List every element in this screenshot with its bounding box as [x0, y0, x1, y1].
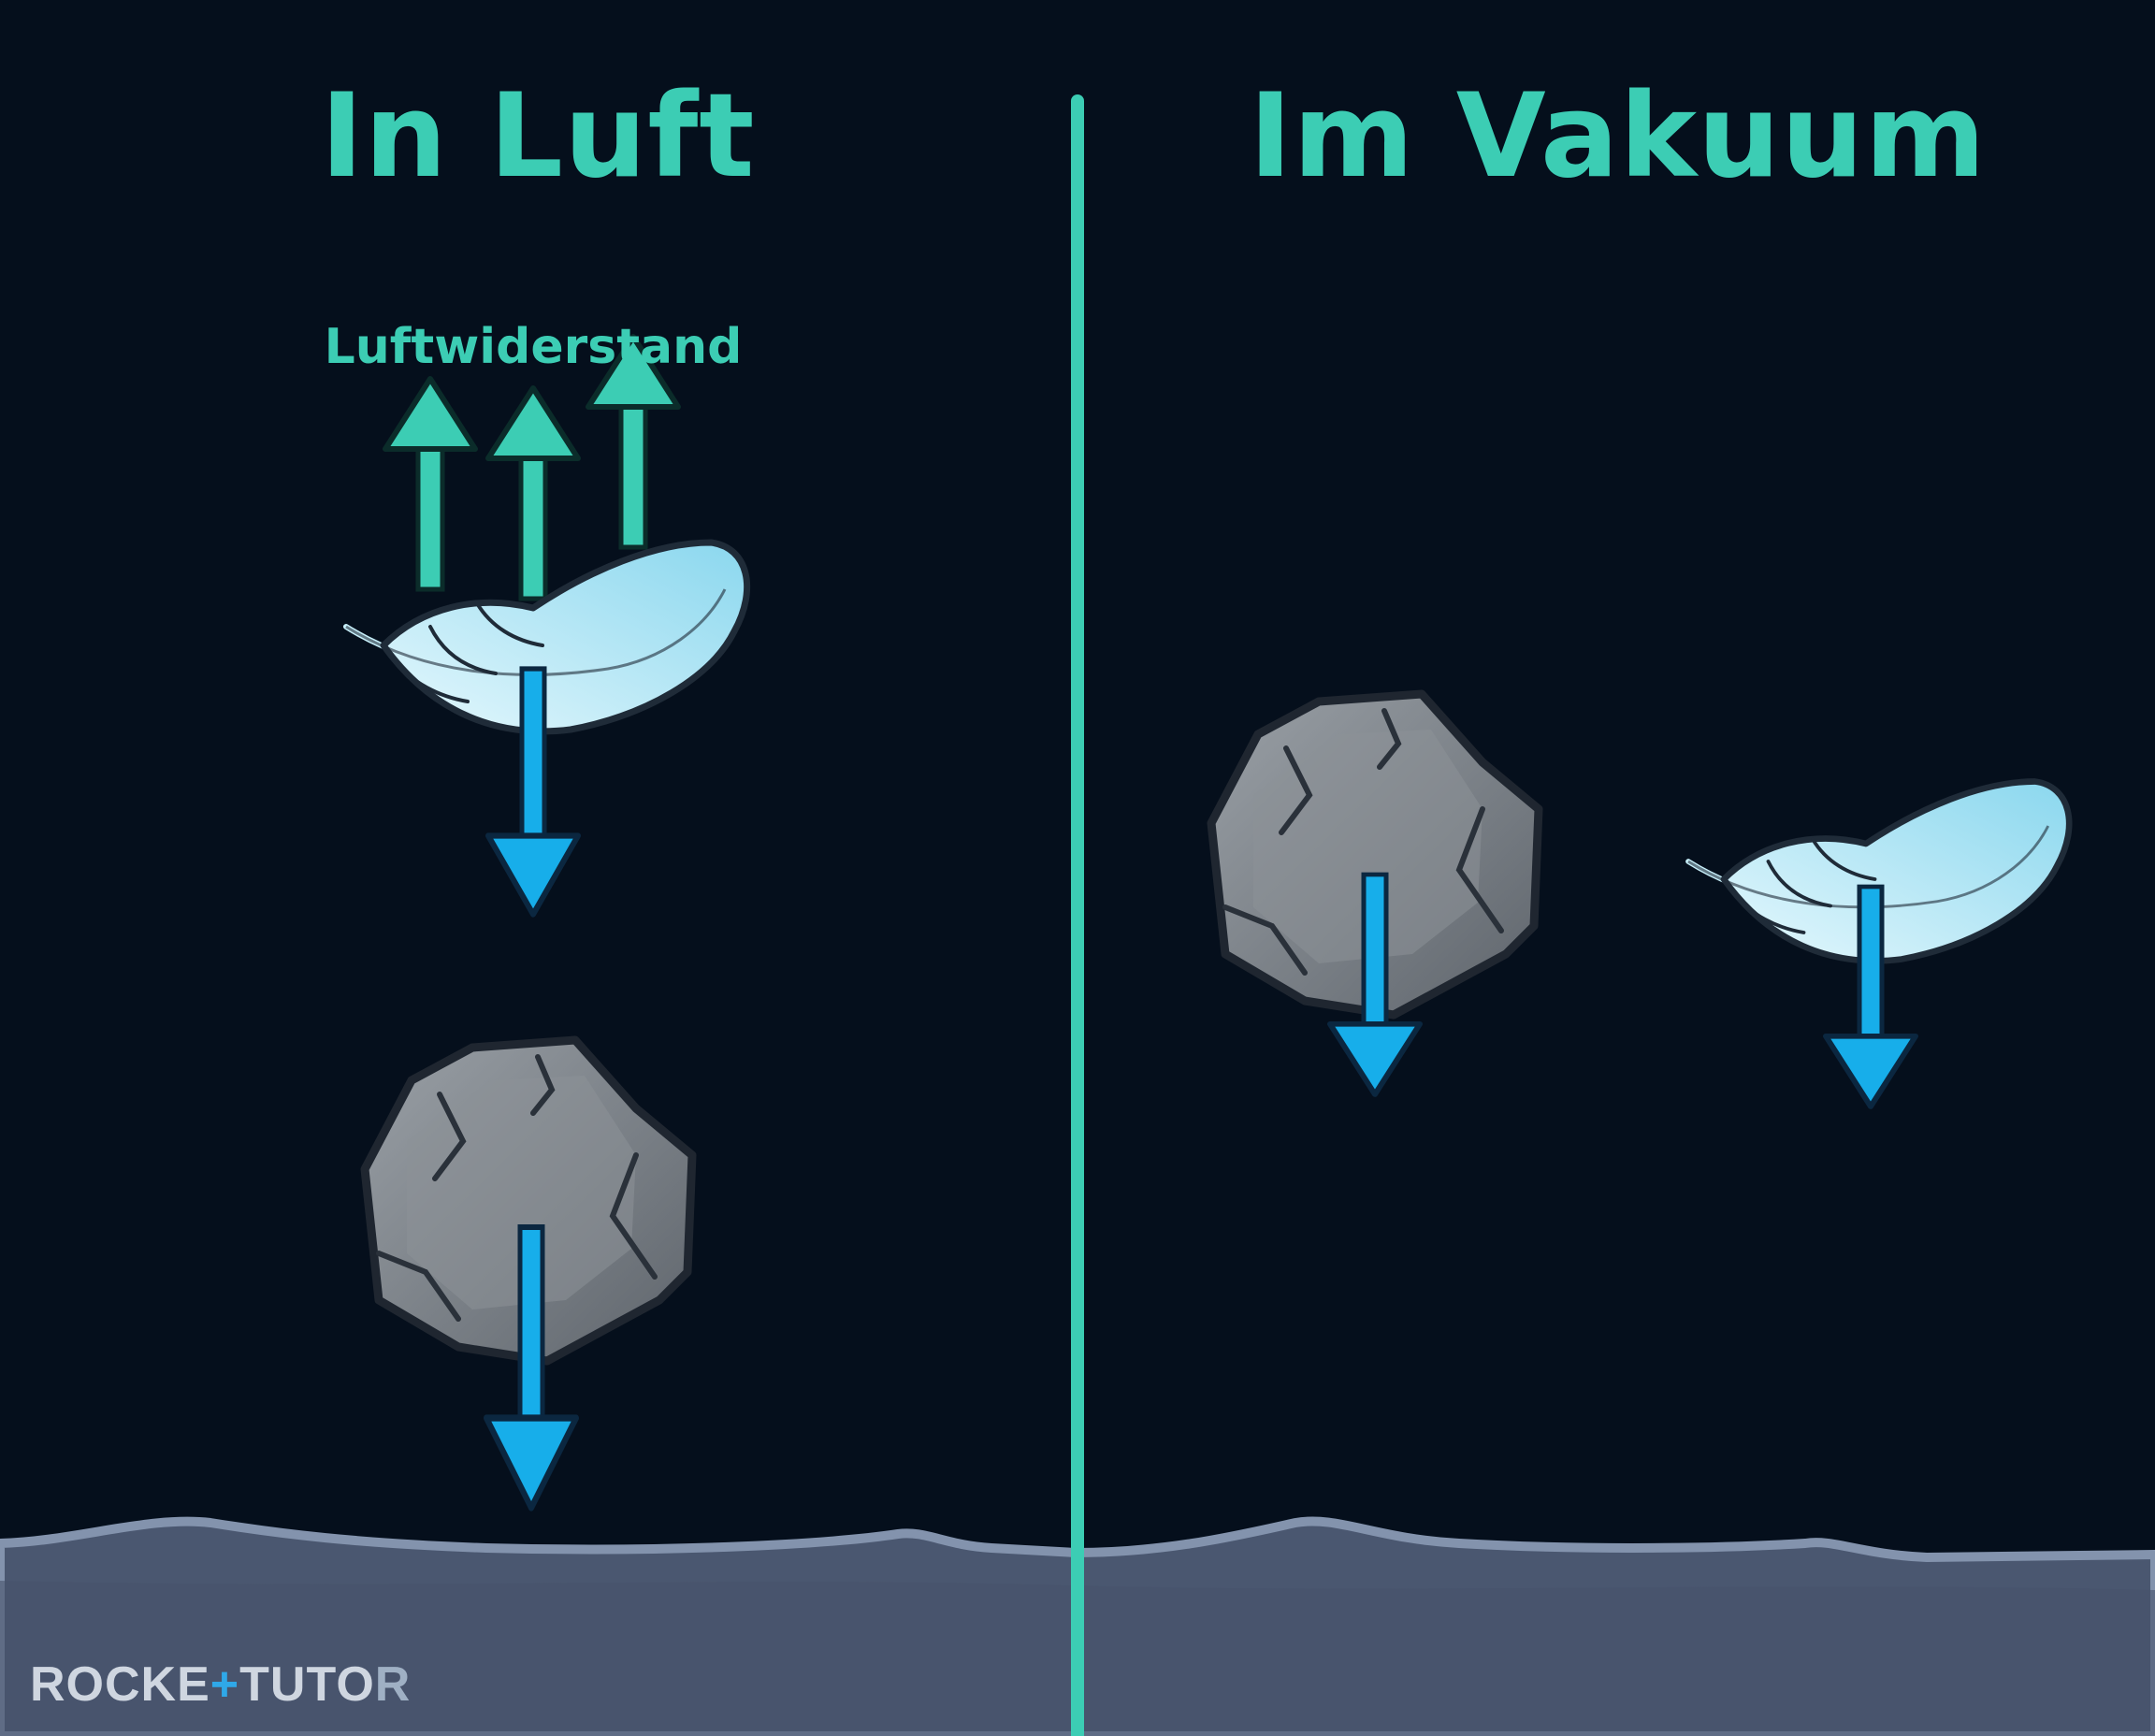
brand-plus: +	[210, 1657, 240, 1712]
brand-logo: ROCKE+TUTOR	[30, 1656, 411, 1714]
air-resistance-label: Luftwiderstand	[324, 319, 743, 375]
brand-text-3: R	[374, 1657, 412, 1712]
arrow-up-icon	[385, 379, 475, 589]
panel-title-air: In Luft	[320, 69, 756, 204]
arrow-up-icon	[488, 388, 578, 599]
brand-text-1: ROCKE	[30, 1657, 210, 1712]
panel-title-vacuum: Im Vakuum	[1249, 69, 1987, 204]
brand-text-2: TUTO	[239, 1657, 375, 1712]
